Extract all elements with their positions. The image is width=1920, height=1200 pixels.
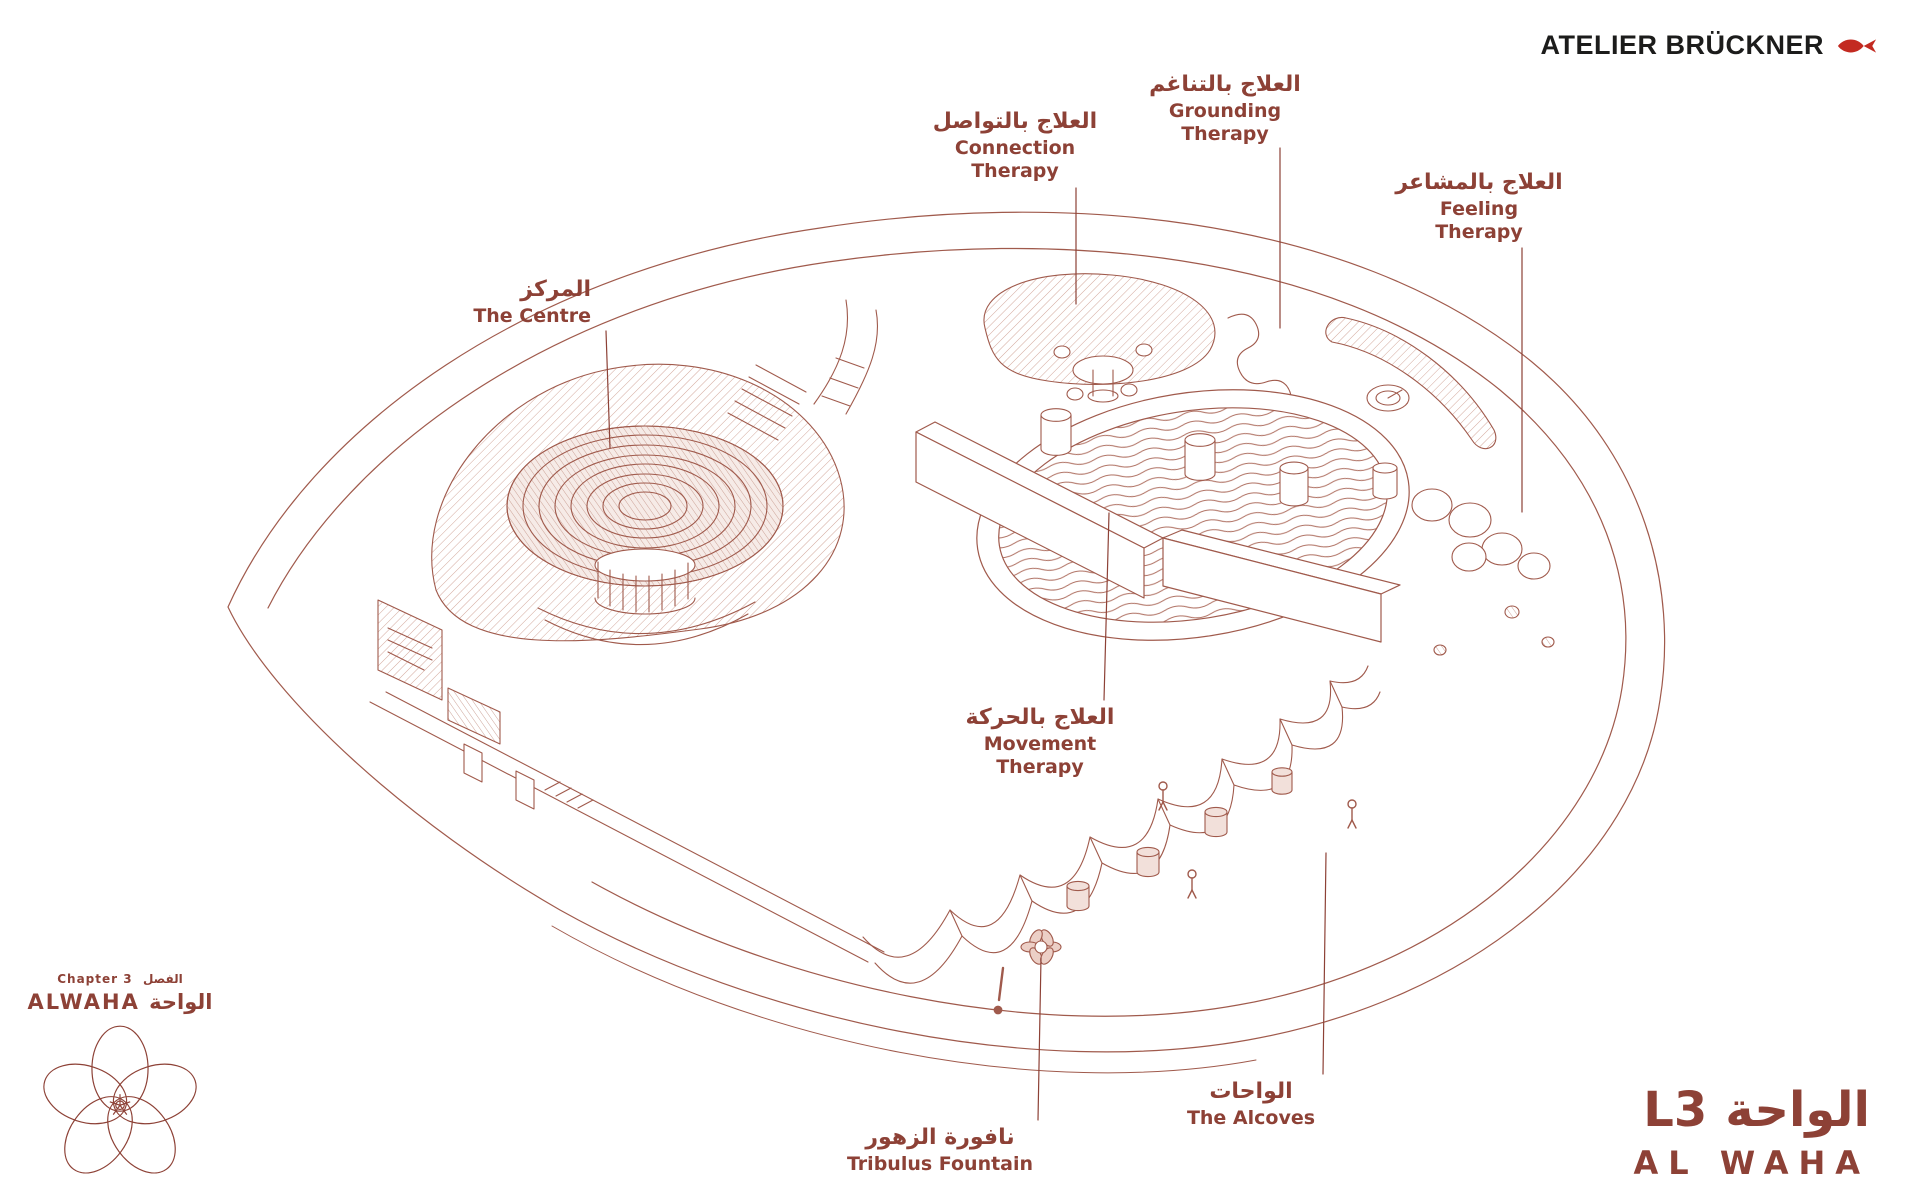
label-the-centre-ar: المركز [520,277,591,302]
label-movement-therapy-en: Movement Therapy [983,732,1097,779]
label-tribulus-fountain-en: Tribulus Fountain [846,1152,1034,1175]
label-feeling-therapy: العلاج بالمشاعر Feeling Therapy [1369,169,1589,245]
fish-icon [1837,38,1877,53]
central-walls [915,421,1401,643]
plate-title: L3 الواحة AL WAHA [1634,1086,1870,1182]
label-the-centre-en: The Centre [473,304,591,327]
label-grounding-therapy-ar: العلاج بالتناغم [1149,72,1301,97]
tribulus-fountain [993,929,1062,1015]
brand: ATELIER BRÜCKNER [1541,30,1879,61]
chapter-wordmark-ar: الواحة [149,990,213,1014]
label-tribulus-fountain: نافورة الزهور Tribulus Fountain [810,1124,1070,1176]
perimeter-walls [369,299,885,963]
label-feeling-therapy-ar: العلاج بالمشاعر [1395,170,1563,195]
label-the-alcoves: الواحات The Alcoves [1141,1078,1361,1130]
feeling-pods [1325,317,1555,656]
centre-dome [431,363,845,646]
chapter-wordmark-latin: ALWAHA [27,990,140,1014]
label-the-centre: المركز The Centre [391,276,591,328]
label-feeling-therapy-en: Feeling Therapy [1435,197,1523,244]
label-connection-therapy: العلاج بالتواصل Connection Therapy [905,108,1125,184]
chapter-ar: الفصل [142,972,183,986]
label-tribulus-fountain-ar: نافورة الزهور [865,1125,1015,1150]
leader-lines [605,147,1523,1121]
cylinder-seats [1040,408,1398,507]
plate-title-line1: L3 الواحة [1634,1086,1870,1134]
chapter-badge: Chapter 3 الفصل ALWAHA الواحة [22,972,218,1186]
flower-logo [43,1025,197,1174]
brand-name: ATELIER BRÜCKNER [1540,30,1824,60]
label-grounding-therapy-en: Grounding Therapy [1168,99,1282,146]
chapter-en: Chapter 3 [57,972,133,986]
connection-room [983,273,1216,403]
plate-title-latin: AL WAHA [1633,1144,1870,1182]
chapter-line: Chapter 3 الفصل [22,972,218,986]
plate-level: L3 [1643,1082,1708,1138]
label-movement-therapy: العلاج بالحركة Movement Therapy [930,704,1150,780]
label-connection-therapy-en: Connection Therapy [954,136,1076,183]
label-the-alcoves-en: The Alcoves [1186,1106,1316,1129]
label-the-alcoves-ar: الواحات [1209,1079,1293,1104]
label-grounding-therapy: العلاج بالتناغم Grounding Therapy [1115,71,1335,147]
chapter-wordmark: ALWAHA الواحة [22,990,218,1014]
label-connection-therapy-ar: العلاج بالتواصل [932,109,1098,134]
label-movement-therapy-ar: العلاج بالحركة [965,705,1115,730]
plate-title-ar: الواحة [1725,1082,1870,1138]
outer-shell [227,211,1666,1074]
alcoves-wall [862,665,1381,984]
